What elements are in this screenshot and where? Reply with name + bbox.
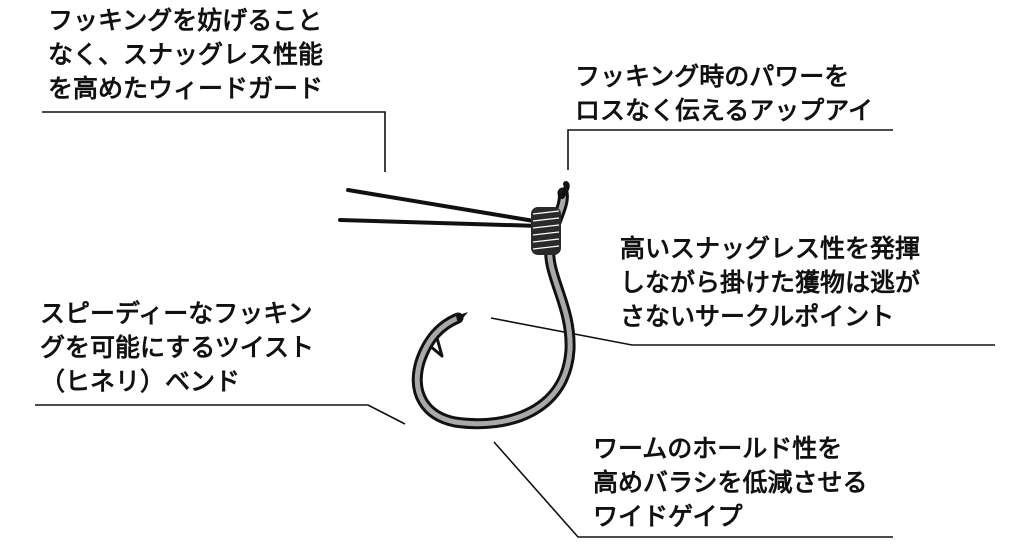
circle-point-line-1: 高いスナッグレス性を発揮 [620, 234, 921, 263]
leader-line-circle-point [490, 317, 995, 346]
up-eye-label: フッキング時のパワーを ロスなく伝えるアップアイ [575, 60, 873, 128]
leader-line-up-eye [567, 129, 893, 170]
up-eye-line-1: フッキング時のパワーを [575, 62, 850, 91]
weed-guard-line-2: なく、スナッグレス性能 [48, 40, 324, 69]
wide-gape-line-1: ワームのホールド性を [593, 434, 843, 463]
weed-guard-wires [338, 188, 542, 228]
twist-bend-line-3: （ヒネリ）ベンド [40, 367, 241, 396]
leader-lines [35, 111, 995, 538]
leader-line-wide-gape [493, 441, 893, 538]
up-eye-line-2: ロスなく伝えるアップアイ [575, 96, 874, 125]
twist-bend-label: スピーディーなフッキン グを可能にするツイスト （ヒネリ）ベンド [40, 297, 314, 399]
circle-point-line-3: さないサークルポイント [620, 302, 895, 331]
leader-line-weed-guard [42, 111, 386, 172]
circle-point-label: 高いスナッグレス性を発揮 しながら掛けた獲物は逃が さないサークルポイント [620, 232, 920, 334]
twist-bend-line-1: スピーディーなフッキン [40, 299, 313, 328]
thread-wraps [531, 207, 561, 255]
twist-bend-line-2: グを可能にするツイスト [40, 333, 315, 362]
circle-point-line-2: しながら掛けた獲物は逃が [620, 268, 921, 297]
weed-guard-line-3: を高めたウィードガード [48, 74, 324, 103]
wide-gape-line-2: 高めバラシを低減させる [593, 468, 868, 497]
weed-guard-line-1: フッキングを妨げること [48, 6, 323, 35]
wide-gape-label: ワームのホールド性を 高めバラシを低減させる ワイドゲイプ [593, 432, 868, 534]
wide-gape-line-3: ワイドゲイプ [593, 502, 743, 531]
weed-guard-label: フッキングを妨げること なく、スナッグレス性能 を高めたウィードガード [48, 4, 323, 106]
leader-line-twist-bend [35, 404, 406, 425]
